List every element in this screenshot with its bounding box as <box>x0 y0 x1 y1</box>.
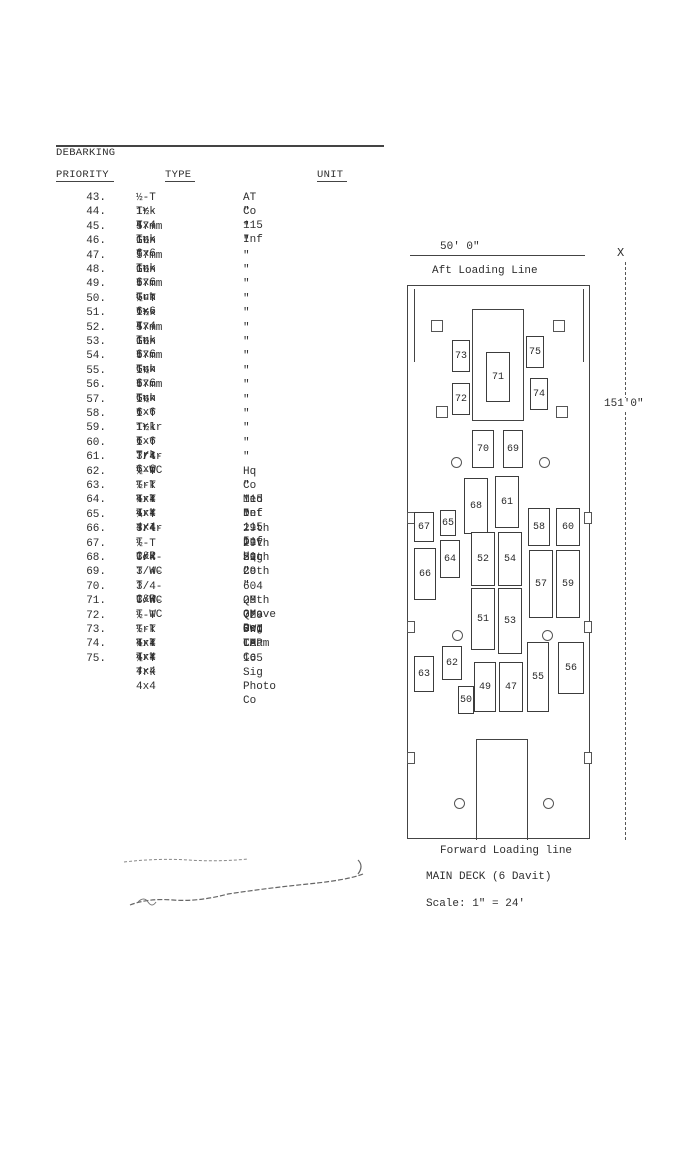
vehicle-53: 53 <box>498 588 522 654</box>
width-dimension-label: 50' 0" <box>440 241 480 253</box>
vehicle-59: 59 <box>556 550 580 618</box>
fitting-square <box>556 406 568 418</box>
vehicle-68: 68 <box>464 478 488 534</box>
forward-loading-line-label: Forward Loading line <box>440 845 573 857</box>
fitting-square <box>436 406 448 418</box>
vehicle-64: 64 <box>440 540 460 578</box>
aft-loading-line <box>407 285 590 286</box>
header-type: TYPE <box>165 169 192 181</box>
fitting-square <box>553 320 565 332</box>
forward-hatch <box>476 739 528 840</box>
davit-fitting <box>584 512 592 524</box>
vehicle-56: 56 <box>558 642 584 694</box>
vehicle-60: 60 <box>556 508 580 546</box>
signature-scribble <box>123 858 364 906</box>
header-unit: UNIT <box>317 169 344 181</box>
header-underline-type <box>165 181 195 182</box>
vehicle-61: 61 <box>495 476 519 528</box>
davit-fitting <box>584 621 592 633</box>
header-underline-unit <box>317 181 347 182</box>
fitting-circle <box>539 457 550 468</box>
fitting-square <box>431 320 443 332</box>
davit-fitting <box>584 752 592 764</box>
table-top-rule <box>56 145 384 147</box>
header-debarking: DEBARKING <box>56 147 116 159</box>
vehicle-62: 62 <box>442 646 462 680</box>
vehicle-47: 47 <box>499 662 523 712</box>
davit-fitting <box>407 621 415 633</box>
vehicle-50: 50 <box>458 686 474 714</box>
vehicle-75: 75 <box>526 336 544 368</box>
vehicle-57: 57 <box>529 550 553 618</box>
davit-fitting <box>407 752 415 764</box>
main-deck-label: MAIN DECK (6 Davit) <box>426 871 552 883</box>
length-dimension-line <box>625 262 626 840</box>
vehicle-51: 51 <box>471 588 495 650</box>
x-mark: X <box>617 246 625 260</box>
header-underline-priority <box>56 181 114 182</box>
vehicle-70: 70 <box>472 430 494 468</box>
port-inner-wall <box>414 289 415 362</box>
fitting-circle <box>451 457 462 468</box>
vehicle-58: 58 <box>528 508 550 546</box>
fitting-circle <box>543 798 554 809</box>
vehicle-65: 65 <box>440 510 456 536</box>
vehicle-66: 66 <box>414 548 436 600</box>
aft-loading-line-label: Aft Loading Line <box>432 265 538 277</box>
aft-hatch <box>472 309 524 421</box>
fitting-circle <box>542 630 553 641</box>
vehicle-49: 49 <box>474 662 496 712</box>
vehicle-63: 63 <box>414 656 434 692</box>
width-dimension-line <box>410 255 585 256</box>
vehicle-74: 74 <box>530 378 548 410</box>
forward-loading-line <box>407 838 590 839</box>
vehicle-69: 69 <box>503 430 523 468</box>
vehicle-72: 72 <box>452 383 470 415</box>
vehicle-73: 73 <box>452 340 470 372</box>
header-priority: PRIORITY <box>56 169 109 181</box>
vehicle-67: 67 <box>414 512 434 542</box>
fitting-circle <box>452 630 463 641</box>
length-dimension-label: 151'0" <box>604 398 644 410</box>
fitting-circle <box>454 798 465 809</box>
vehicle-54: 54 <box>498 532 522 586</box>
vehicle-71: 71 <box>486 352 510 402</box>
starboard-inner-wall <box>583 289 584 362</box>
vehicle-52: 52 <box>471 532 495 586</box>
vehicle-55: 55 <box>527 642 549 712</box>
scale-label: Scale: 1" = 24' <box>426 898 526 910</box>
